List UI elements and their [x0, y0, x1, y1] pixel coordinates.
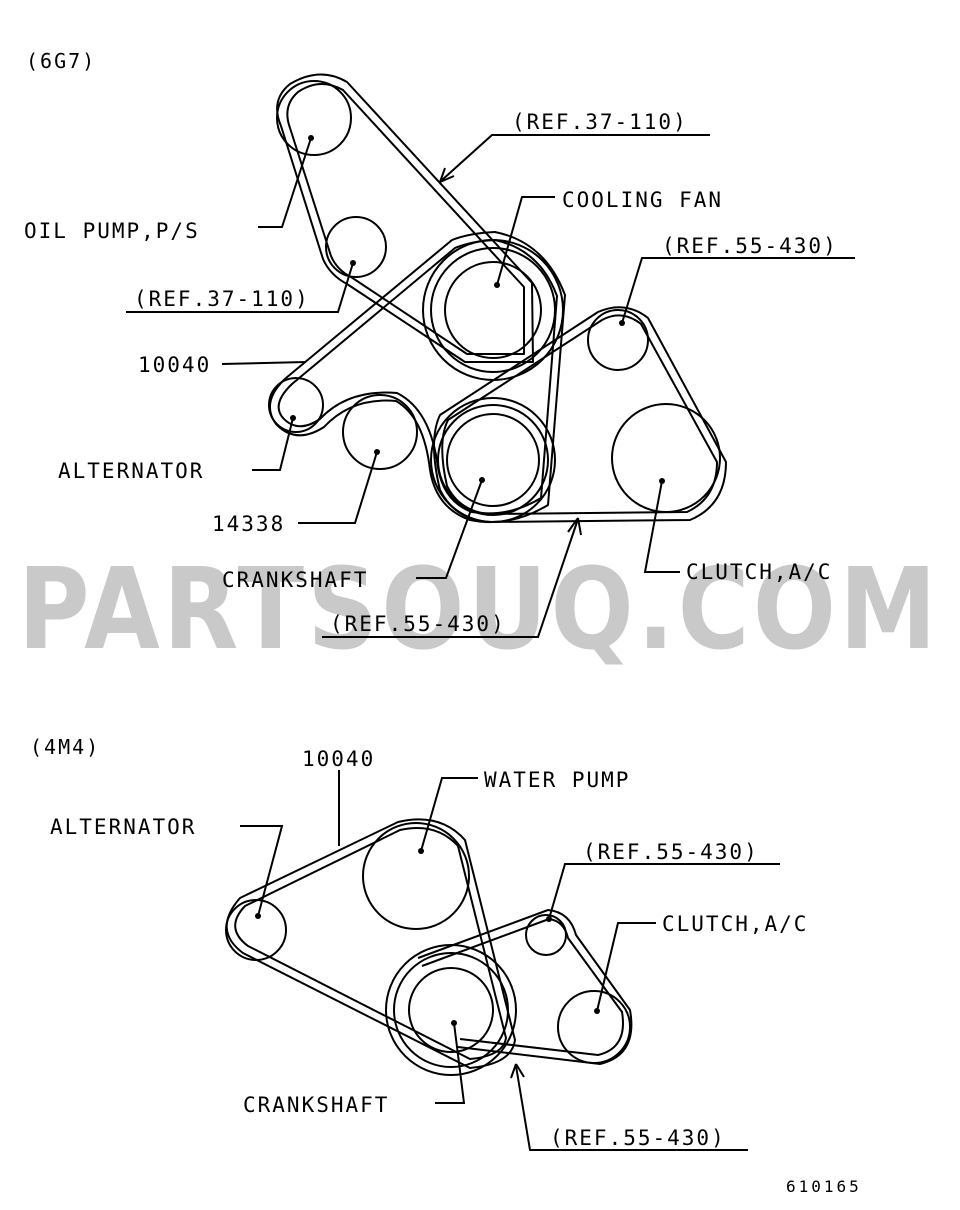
pulley-idler-right: [587, 309, 649, 371]
label-crankshaft: CRANKSHAFT: [222, 568, 368, 592]
label-10040-4m4: 10040: [302, 747, 375, 771]
leader-ref-37-110-top: [441, 134, 710, 181]
watermark: PARTSOUQ.COM: [18, 545, 940, 675]
label-ref-55-430-right-4m4: (REF.55-430): [583, 840, 759, 864]
arrow-ref-55-430-bottom: [567, 517, 582, 536]
section-6g7: (6G7): [24, 49, 855, 638]
leader-14338: [298, 451, 378, 524]
label-crankshaft-4m4: CRANKSHAFT: [243, 1093, 389, 1117]
section-title-6g7: (6G7): [26, 49, 96, 73]
pulley-idler-upper: [325, 216, 387, 278]
label-cooling-fan: COOLING FAN: [562, 188, 723, 212]
figure-number: 610165: [786, 1177, 862, 1196]
leader-ref-55-430-bottom: [322, 521, 578, 638]
label-ref-37-110-left: (REF.37-110): [134, 287, 310, 311]
section-title-4m4: (4M4): [30, 735, 100, 759]
label-alternator: ALTERNATOR: [58, 459, 204, 483]
arrow-ref-37-110-top: [439, 167, 455, 183]
label-clutch-ac-4m4: CLUTCH,A/C: [662, 912, 808, 936]
leader-ref-55-430-right-4m4: [548, 863, 780, 920]
leader-ref-37-110-left: [126, 262, 354, 313]
section-4m4: (4M4): [30, 735, 808, 1151]
belt-10040: [268, 231, 566, 524]
leader-cooling-fan: [496, 196, 555, 286]
belt-ref-55-430: [433, 306, 727, 523]
leader-oil-pump: [258, 137, 312, 228]
leader-clutch-ac: [643, 480, 680, 573]
leader-ref-55-430-bottom-4m4: [515, 1065, 748, 1151]
pulley-crankshaft: [430, 397, 556, 523]
label-alternator-4m4: ALTERNATOR: [50, 815, 196, 839]
label-ref-55-430-bottom: (REF.55-430): [330, 612, 506, 636]
leader-crankshaft-4m4: [435, 1022, 466, 1104]
label-water-pump: WATER PUMP: [484, 768, 630, 792]
leader-clutch-ac-4m4: [596, 922, 656, 1012]
leader-alternator: [252, 417, 294, 471]
leader-crankshaft: [416, 479, 483, 579]
label-ref-55-430-right: (REF.55-430): [662, 234, 838, 258]
leader-alternator-4m4: [240, 825, 284, 917]
label-ref-55-430-bottom-4m4: (REF.55-430): [550, 1126, 726, 1150]
label-ref-37-110-top: (REF.37-110): [512, 110, 688, 134]
label-oil-pump: OIL PUMP,P/S: [24, 219, 200, 243]
leader-water-pump: [420, 777, 478, 852]
leader-ref-55-430-right: [621, 257, 855, 324]
belt-ref-55-430-4m4: [417, 909, 633, 1065]
label-clutch-ac: CLUTCH,A/C: [686, 560, 832, 584]
pulley-water-pump: [362, 822, 470, 930]
pulley-crankshaft-4m4: [385, 944, 517, 1076]
arrow-ref-55-430-bottom-4m4: [510, 1063, 525, 1079]
label-10040: 10040: [138, 353, 211, 377]
belt-10040-4m4: [225, 818, 516, 1069]
belt-ref-37-110: [276, 73, 534, 363]
label-14338: 14338: [212, 512, 285, 536]
leader-10040: [221, 361, 307, 365]
